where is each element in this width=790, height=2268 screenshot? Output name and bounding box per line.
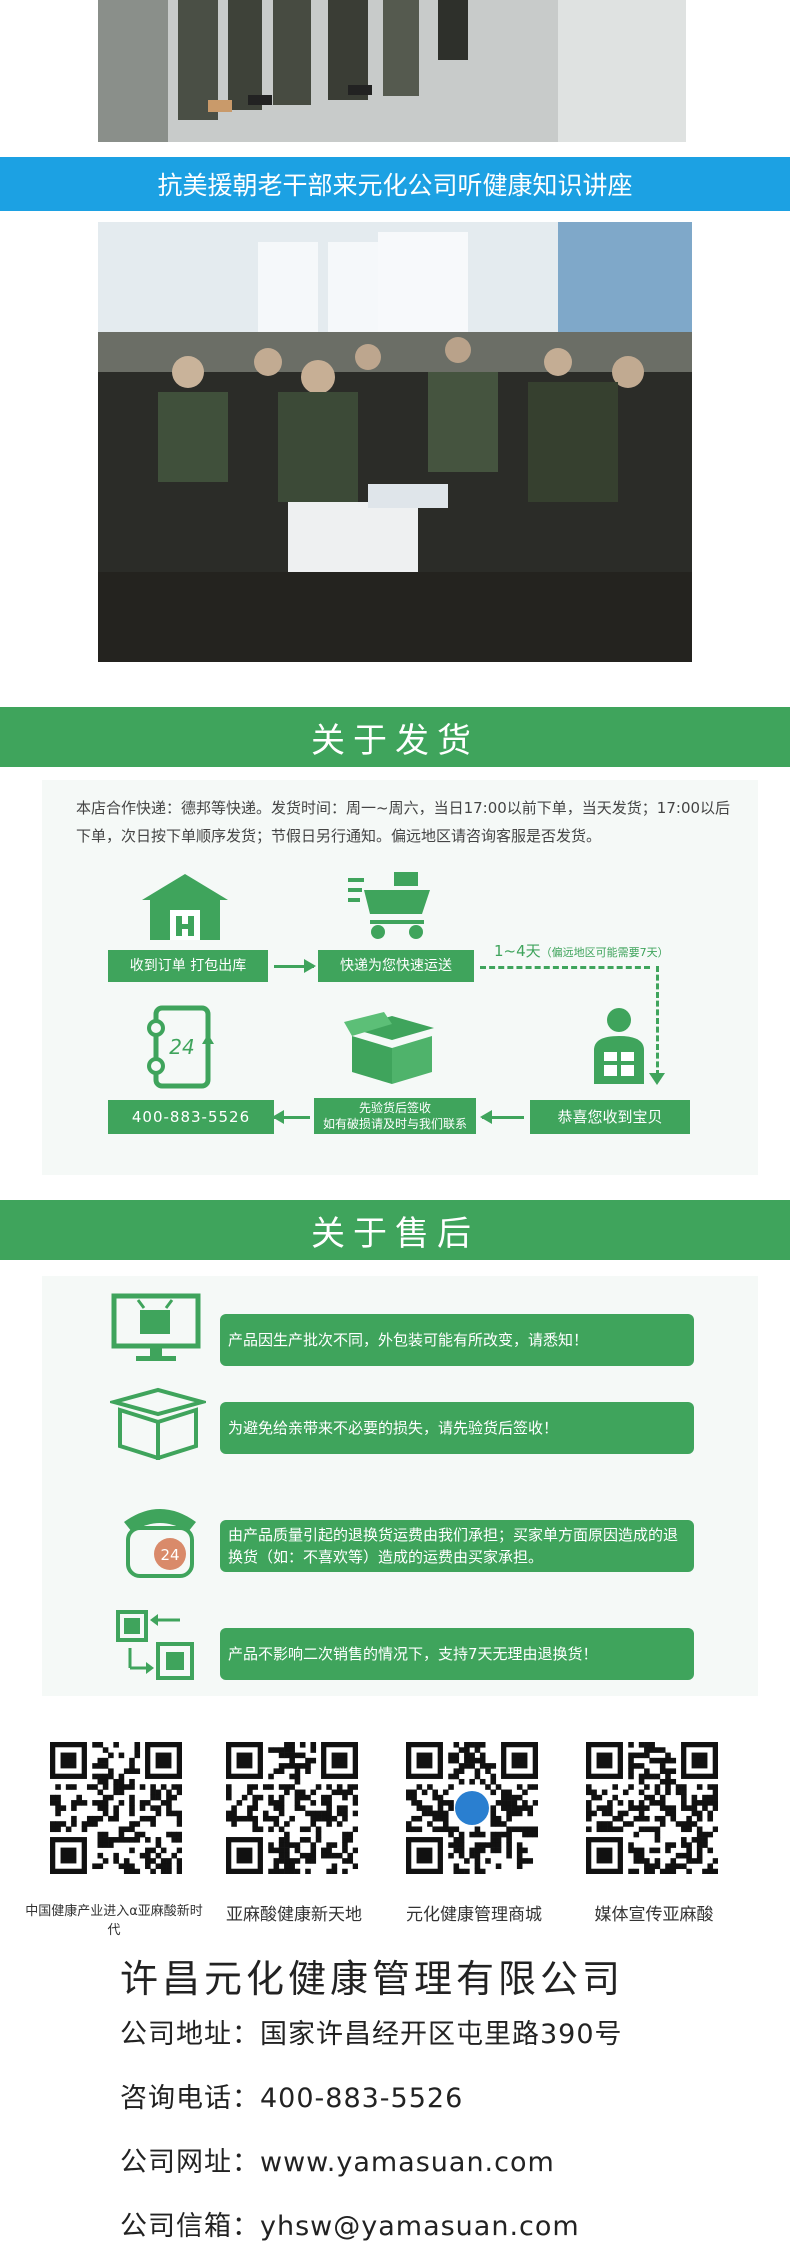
step-receive-order: 收到订单 打包出库	[108, 950, 268, 982]
delivery-days-note: （偏远地区可能需要7天）	[540, 946, 669, 959]
open-box-icon	[344, 1012, 434, 1084]
arrow-left-icon	[272, 1110, 310, 1124]
monitor-icon	[111, 1293, 201, 1361]
step-received: 恭喜您收到宝贝	[530, 1100, 690, 1134]
qr-code[interactable]	[46, 1738, 186, 1878]
phone-badge-number: 24	[160, 1546, 179, 1564]
package-box-icon	[110, 1387, 206, 1460]
step-inspect: 先验货后签收 如有破损请及时与我们联系	[314, 1098, 476, 1134]
after-sales-text: 为避免给亲带来不必要的损失，请先验货后签收！	[220, 1402, 694, 1454]
service-24h-icon: 24	[147, 1005, 214, 1089]
telephone-icon: 24	[124, 1509, 196, 1578]
lecture-photo	[98, 222, 692, 662]
company-address: 公司地址：国家许昌经开区屯里路390号	[120, 2019, 623, 2050]
qr-caption: 中国健康产业进入α亚麻酸新时代	[25, 1904, 203, 1938]
inspect-line1: 先验货后签收	[358, 1101, 431, 1115]
event-banner: 抗美援朝老干部来元化公司听健康知识讲座	[0, 157, 790, 211]
qr-code-row: 中国健康产业进入α亚麻酸新时代 亚麻酸健康新天地 元化健康管理商城 媒体宣传亚麻…	[0, 1728, 790, 1938]
company-phone[interactable]: 咨询电话：400-883-5526	[120, 2083, 464, 2114]
delivery-days: 1~4天	[494, 942, 541, 960]
after-sales-heading-bar: 关于售后	[0, 1200, 790, 1260]
qr-caption: 媒体宣传亚麻酸	[594, 1905, 714, 1925]
after-sales-item: 产品因生产批次不同，外包装可能有所改变，请悉知！	[42, 1284, 758, 1366]
shipping-panel: 本店合作快递：德邦等快递。发货时间：周一~周六，当日17:00以前下单，当天发货…	[42, 780, 758, 1175]
after-sales-item: 为避免给亲带来不必要的损失，请先验货后签收！	[42, 1386, 758, 1466]
after-sales-text: 产品不影响二次销售的情况下，支持7天无理由退换货！	[220, 1628, 694, 1680]
company-email[interactable]: 公司信箱：yhsw@yamasuan.com	[120, 2211, 580, 2242]
warehouse-icon	[142, 874, 228, 940]
inspect-line2: 如有破损请及时与我们联系	[322, 1117, 467, 1131]
cart-icon	[348, 872, 430, 939]
qr-caption: 亚麻酸健康新天地	[226, 1905, 362, 1925]
qr-caption: 元化健康管理商城	[406, 1905, 542, 1925]
arrow-down-icon	[649, 1073, 665, 1085]
top-photo	[98, 0, 686, 142]
after-sales-panel: 产品因生产批次不同，外包装可能有所改变，请悉知！ 为避免给亲带来不必要的损失，请…	[42, 1276, 758, 1696]
after-sales-item: 24 由产品质量引起的退换货运费由我们承担；买家单方面原因造成的退换货（如：不喜…	[42, 1492, 758, 1578]
delivery-days-label: 1~4天（偏远地区可能需要7天）	[494, 940, 669, 961]
after-sales-item: 产品不影响二次销售的情况下，支持7天无理由退换货！	[42, 1606, 758, 1686]
arrow-right-icon	[274, 959, 316, 973]
company-name: 许昌元化健康管理有限公司	[120, 1957, 625, 2001]
after-sales-text: 产品因生产批次不同，外包装可能有所改变，请悉知！	[220, 1314, 694, 1366]
dashed-route-vertical	[656, 966, 659, 1076]
arrow-left-icon	[480, 1110, 524, 1124]
after-sales-text: 由产品质量引起的退换货运费由我们承担；买家单方面原因造成的退换货（如：不喜欢等）…	[220, 1520, 694, 1572]
recipient-gift-icon	[594, 1008, 644, 1084]
shipping-note: 本店合作快递：德邦等快递。发货时间：周一~周六，当日17:00以前下单，当天发货…	[76, 799, 731, 845]
company-website[interactable]: 公司网址：www.yamasuan.com	[120, 2147, 555, 2178]
event-banner-title: 抗美援朝老干部来元化公司听健康知识讲座	[157, 171, 633, 200]
qr-code[interactable]	[402, 1738, 542, 1878]
clock-number: 24	[169, 1035, 194, 1059]
shipping-heading-bar: 关于发货	[0, 707, 790, 767]
step-express-delivery: 快递为您快速运送	[318, 950, 474, 982]
shipping-heading: 关于发货	[311, 720, 479, 761]
step-phone: 400-883-5526	[108, 1100, 274, 1134]
qr-code[interactable]	[222, 1738, 362, 1878]
exchange-icon	[116, 1610, 194, 1680]
qr-code[interactable]	[582, 1738, 722, 1878]
after-sales-heading: 关于售后	[311, 1213, 479, 1254]
dashed-route	[480, 966, 650, 969]
